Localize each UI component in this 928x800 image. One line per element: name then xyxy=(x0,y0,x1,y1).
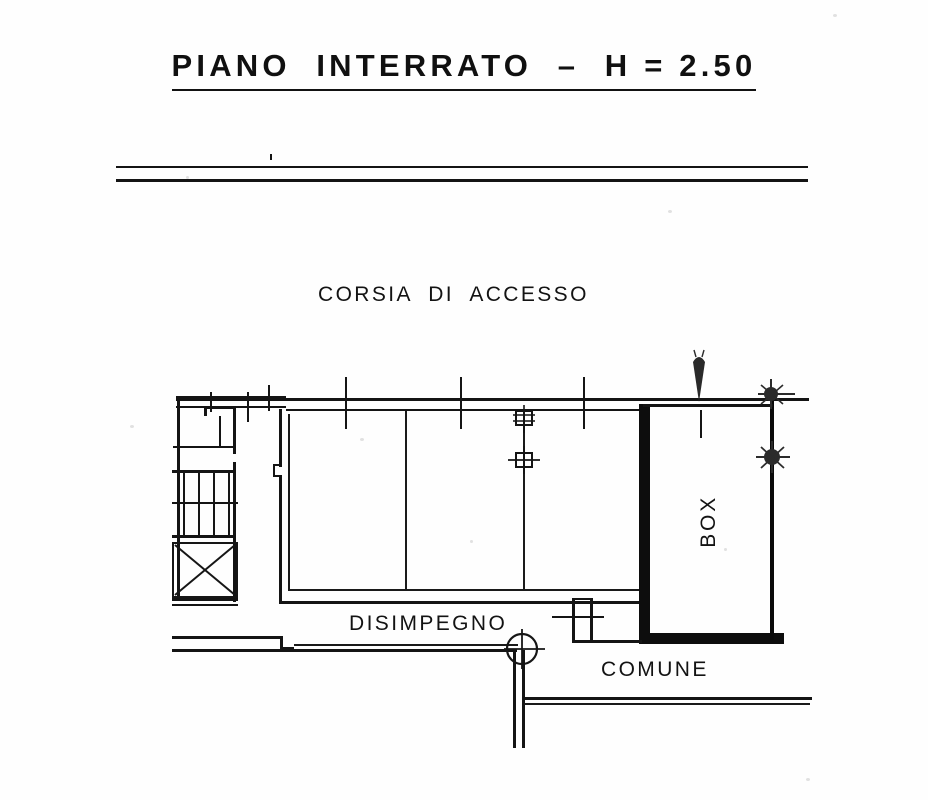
wall-core-landing-left xyxy=(204,406,207,416)
wall-disimpegno-bottom xyxy=(279,601,642,604)
stair-bottom-edge xyxy=(172,535,234,538)
wall-top-left-stub-b xyxy=(240,396,286,399)
direction-arrow-symbol xyxy=(688,348,710,402)
wall-box-right xyxy=(770,400,774,640)
wall-comune-top-inner xyxy=(524,703,810,705)
scan-speckle xyxy=(806,778,810,781)
wall-box-thick-bottom xyxy=(639,633,784,644)
star-burst-icon xyxy=(756,441,790,473)
wall-top-outer xyxy=(176,398,764,401)
star-burst-symbol-top xyxy=(750,378,796,410)
wall-disimpegno-left-inner xyxy=(288,414,290,589)
room-label-disimpegno: DISIMPEGNO xyxy=(349,612,508,635)
title-block: PIANO INTERRATO – H = 2.50 xyxy=(0,48,928,91)
room-label-corsia-di-accesso: CORSIA DI ACCESSO xyxy=(318,283,589,306)
separator-line-bottom xyxy=(116,179,808,182)
scan-speckle xyxy=(130,425,134,428)
room-label-comune: COMUNE xyxy=(601,658,709,681)
dimension-tick xyxy=(210,392,212,412)
stair-tread xyxy=(228,472,230,536)
scan-speckle xyxy=(470,540,473,543)
wall-disimpegno-left-lower xyxy=(279,475,282,603)
wall-core-left-outer xyxy=(177,398,180,601)
scan-speckle xyxy=(360,438,364,441)
door-jamb-vertical-left xyxy=(572,598,575,642)
wall-disimpegno-left-jog-2 xyxy=(273,464,275,477)
dimension-tick xyxy=(345,377,347,429)
scan-speckle xyxy=(833,14,837,17)
page-title: PIANO INTERRATO – H = 2.50 xyxy=(171,48,757,91)
dimension-tick xyxy=(583,377,585,429)
wall-lower-corridor-bottom-inner xyxy=(294,644,518,646)
wall-box-top xyxy=(643,404,773,407)
scan-speckle xyxy=(724,548,727,551)
star-burst-icon xyxy=(758,379,795,409)
door-top-stub xyxy=(572,598,592,600)
partition-line-1 xyxy=(405,411,407,590)
stair-top-edge xyxy=(172,470,234,473)
scan-speckle xyxy=(186,176,189,179)
star-burst-symbol-mid xyxy=(752,440,794,474)
stair-tread xyxy=(183,472,185,536)
lift-shaft-base-line-2 xyxy=(172,604,238,606)
separator-tick-mark xyxy=(270,154,272,160)
wall-core-landing-mid xyxy=(202,446,236,448)
valve-symbol-lower xyxy=(507,446,541,474)
lift-shaft xyxy=(172,542,238,598)
partition-line-2 xyxy=(523,411,525,590)
wall-core-landing-mid-left xyxy=(173,446,205,448)
door-jamb-vertical-right xyxy=(590,598,593,642)
wall-core-right-lower xyxy=(233,462,236,602)
wall-disimpegno-bottom-inner xyxy=(288,589,642,591)
valve-symbol-upper xyxy=(509,405,539,433)
wall-disimpegno-left-jog-3 xyxy=(273,475,281,477)
wall-top-inner-right xyxy=(286,409,643,411)
wall-box-thick-left xyxy=(639,404,650,644)
separator-line-top xyxy=(116,166,808,168)
lift-shaft-base-line xyxy=(172,598,238,601)
wall-vertical-descender-left xyxy=(513,650,516,748)
wall-disimpegno-left-jog xyxy=(273,464,281,466)
direction-arrow-icon xyxy=(693,349,705,402)
dimension-tick xyxy=(700,410,702,438)
room-label-box: BOX xyxy=(697,495,720,548)
dimension-tick xyxy=(460,377,462,429)
valve-icon xyxy=(508,446,540,474)
lift-cross-icon xyxy=(174,544,236,596)
stair-tread xyxy=(213,472,215,536)
wall-lower-corridor-jog-v xyxy=(280,636,283,649)
scan-speckle xyxy=(668,210,672,213)
wall-core-landing-top xyxy=(204,406,235,409)
wall-core-landing-stub xyxy=(219,416,221,446)
stair-handrail-line xyxy=(172,502,238,504)
wall-disimpegno-left xyxy=(279,409,282,467)
dimension-tick xyxy=(247,392,249,422)
door-sill-line xyxy=(572,640,642,643)
stair-tread xyxy=(198,472,200,536)
wall-lower-corridor-bottom xyxy=(172,649,517,652)
stair-flight xyxy=(172,472,236,536)
wall-lower-corridor-top xyxy=(172,636,280,639)
wall-top-left-stub-a xyxy=(176,396,240,399)
door-head-line xyxy=(552,616,604,618)
valve-icon xyxy=(513,405,535,433)
wall-comune-top xyxy=(522,697,812,700)
wall-core-right xyxy=(233,406,236,454)
wall-lower-corridor-jog-h xyxy=(280,647,294,650)
